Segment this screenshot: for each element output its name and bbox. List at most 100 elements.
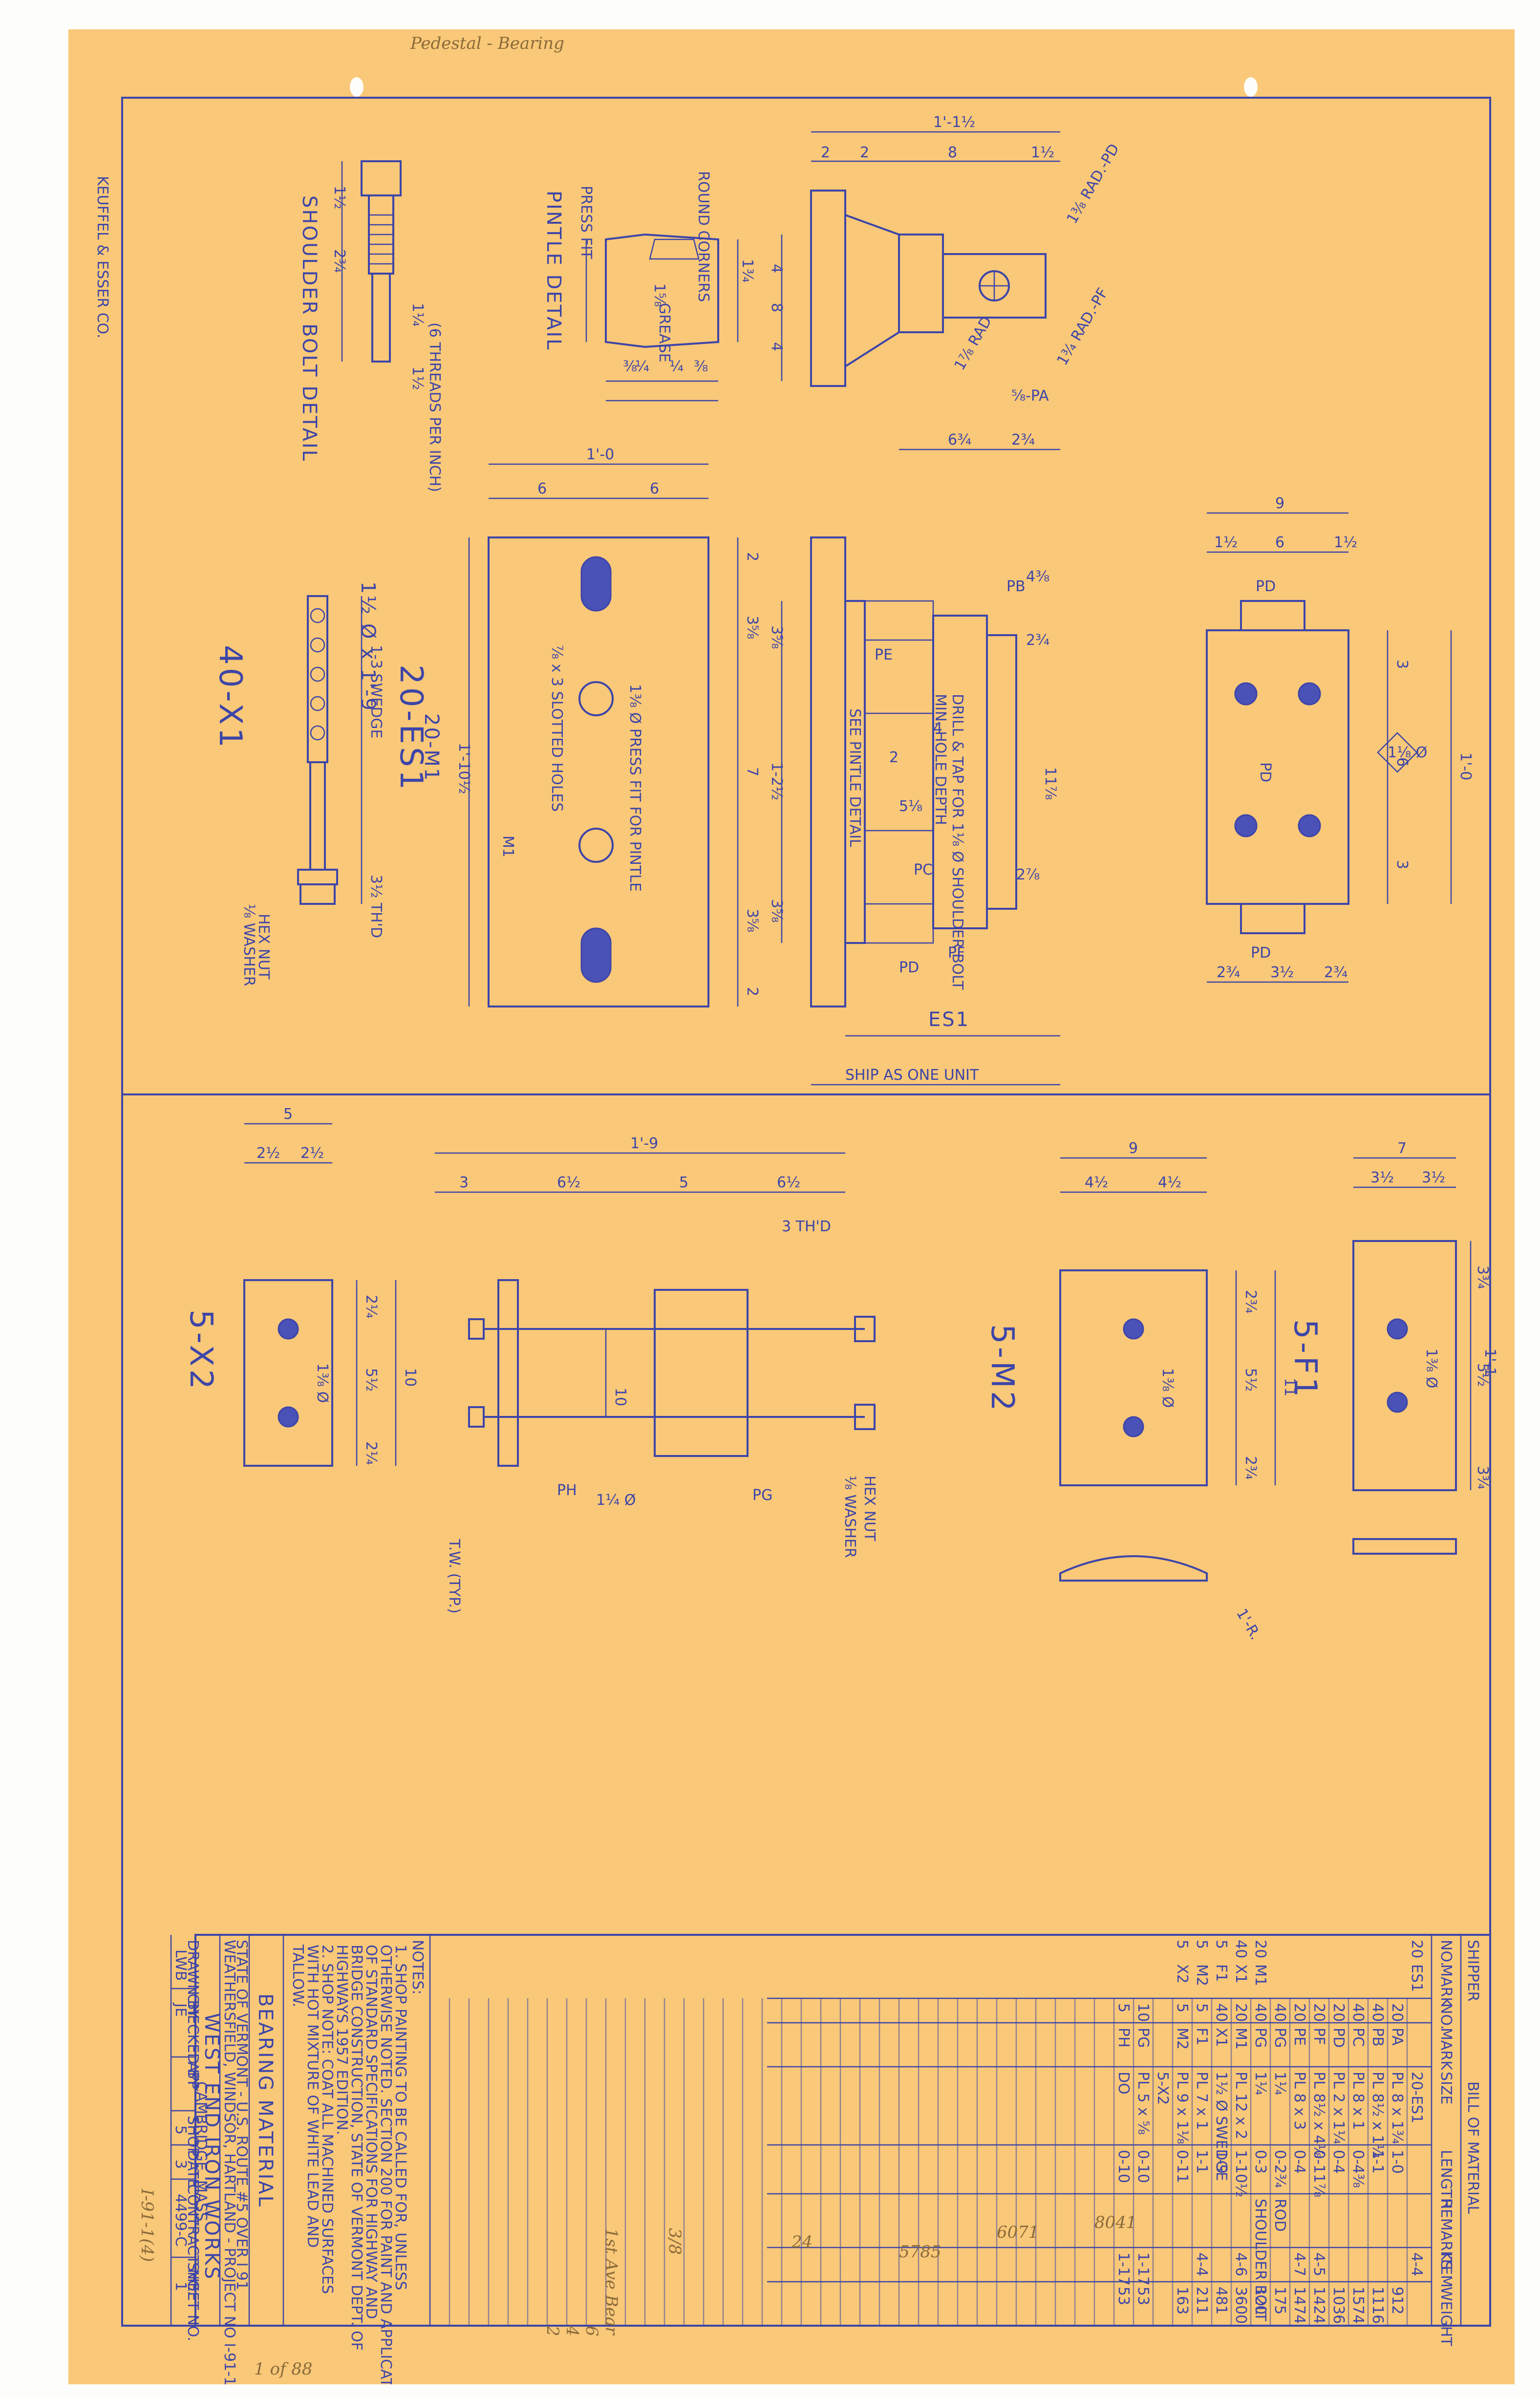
bom-header: SIZE (1437, 2072, 1454, 2104)
drawing-title: BEARING MATERIAL (254, 1993, 277, 2208)
bom-cell: PL 9 x 1⅛ (1174, 2072, 1191, 2144)
shipper-no: 5 (1174, 1940, 1191, 1949)
bom-cell: M1 (1232, 2028, 1249, 2050)
assembly-note: ⅛ WASHER (841, 1476, 858, 1558)
bom-cell: 120 (1252, 2287, 1269, 2314)
assembly-dim: 3 (459, 1174, 469, 1191)
m1-dim: 6 (650, 480, 659, 497)
bom-cell: 4-4 (1193, 2252, 1210, 2276)
x1-swedge: 1-3 SWEDGE (367, 645, 385, 739)
bom-shipper: SHIPPER (1464, 1940, 1481, 2001)
bom-cell: 0-11 (1174, 2150, 1191, 2183)
bolt-threads-note: (6 THREADS PER INCH) (426, 322, 443, 492)
bom-cell: ROD (1271, 2199, 1288, 2232)
plan-dim: 3½ (1270, 964, 1294, 981)
bom-cell: 53 (1115, 2287, 1132, 2305)
bom-cell: PL 8½ x 1¼ (1369, 2072, 1386, 2159)
x2-dim: 2¼ (363, 1295, 380, 1318)
f1-dim: 7 (1397, 1140, 1407, 1157)
m2-radius: 1'-R. (1233, 1606, 1264, 1643)
pencil-note: 8041 (1094, 2213, 1137, 2232)
shipper-mark: M1 (1252, 1964, 1269, 1986)
plan-dim: 6 (1393, 757, 1411, 767)
bom-cell: PL 8 x 1 (1349, 2072, 1367, 2130)
pencil-top-note: Pedestal - Bearing (410, 34, 564, 53)
m1-title: 20-M1 (420, 713, 443, 782)
plan-dim: 3 (1393, 660, 1411, 669)
shipper-mark: M2 (1193, 1964, 1210, 1986)
es1-side-dim: 2⅞ (1016, 866, 1040, 883)
shoulder-bolt-detail: 1½ 2¾ 1¼ 1½ (6 THREADS PER INCH) SHOULDE… (298, 160, 443, 492)
bom-header: ITEM (1437, 2252, 1454, 2288)
m1-note: 1⅜ Ø PRESS FIT FOR PINTLE (626, 684, 643, 892)
bom-cell: 4-7 (1291, 2252, 1308, 2276)
bom-header: MARK (1437, 2028, 1454, 2071)
bom-cell: PL 8½ x 4⅛ (1310, 2072, 1327, 2159)
bom-cell: 1-1 (1193, 2150, 1210, 2174)
info-value: 1 (172, 2282, 189, 2291)
bom-cell: PL 12 x 2 (1232, 2072, 1249, 2139)
bom-cell: PG (1271, 2028, 1288, 2048)
f1-dim: 3¾ (1474, 1466, 1491, 1489)
es1-side-dim: 1-2½ (768, 762, 785, 800)
bom-header: NO. (1437, 2003, 1454, 2030)
bom-cell: PH (1115, 2028, 1132, 2048)
m2-dim: 4½ (1158, 1174, 1181, 1191)
m2-dim: 2¾ (1242, 1456, 1259, 1479)
info-value: JE (172, 2002, 189, 2017)
es1-section-view: 1'-1½ 2 2 8 1½ 4 8 4 1⅜ RAD.-PD 1¾ RAD.-… (768, 114, 1123, 450)
f1-dim: 3½ (1370, 1169, 1394, 1186)
es1-plan-view: 9 1½ 6 1½ 1⅛ Ø 3 6 3 1'-0 PD PD PD 2¾ 3½… (1206, 495, 1474, 983)
bom-cell: 20 (1310, 2003, 1327, 2022)
f1-dim: 1'-1 (1481, 1349, 1498, 1376)
pencil-note: 5785 (899, 2242, 941, 2262)
assembly-label: 1¼ Ø (596, 1492, 636, 1509)
bom-rows (767, 1997, 1432, 2283)
x1-note: ⅛ WASHER (240, 904, 257, 986)
info-header: APP (184, 2062, 201, 2090)
x2-dim: 10 (402, 1368, 419, 1387)
slotted-hole (580, 556, 612, 612)
bom-grid (449, 1998, 1408, 2326)
bom-cell: 40 (1213, 2003, 1230, 2022)
es1-title: ES1 (928, 1008, 970, 1031)
pencil-note: 1st Ave Bear (601, 2228, 621, 2335)
bom-cell: 1-0 (1389, 2150, 1406, 2174)
bolt-dim: 1¼ (409, 303, 426, 326)
note-line: TALLOW. (289, 1944, 306, 2007)
assembly-label: PH (557, 1482, 577, 1499)
es1-side-view: 3⅝ 1-2½ 3⅝ DRILL & TAP FOR 1⅛ Ø SHOULDER… (768, 536, 1060, 1086)
x1-note: HEX NUT (255, 914, 272, 980)
bolt-hole (1298, 814, 1321, 837)
pintle-title: PINTLE DETAIL (542, 191, 565, 351)
company-name: WEST END IRON WORKS (200, 2013, 223, 2280)
hole-marker (1377, 732, 1418, 773)
bolt-hole (278, 1406, 299, 1428)
bom-header: REMARKS (1437, 2199, 1454, 2270)
bolt-dim: 1½ (409, 366, 426, 390)
es1-dim: 6¾ (948, 431, 971, 449)
es1-dim: 4 (768, 342, 785, 351)
x2-dim: 5½ (363, 1368, 380, 1392)
es1-dim: 1'-1½ (933, 114, 975, 131)
f1-title: 5-F1 (1287, 1319, 1323, 1400)
punch-hole (1244, 77, 1258, 97)
bom-cell: 53 (1134, 2287, 1152, 2305)
bom-cell: 4-5 (1310, 2252, 1327, 2276)
bolt-hole (278, 1318, 299, 1340)
bom-cell: 0-4 (1330, 2150, 1347, 2174)
info-value: LWB (172, 1949, 189, 1981)
f1-plate-view: 7 3½ 3½ 1⅜ Ø 3¾ 5½ 3¾ 1'-1 5-F1 (1287, 1140, 1498, 1555)
plan-dim: 2¾ (1324, 964, 1348, 981)
pintle-dim: ⅜ (623, 358, 637, 375)
m1-dim: 2 (744, 987, 761, 996)
bom-cell: PD (1330, 2028, 1347, 2048)
x2-title: 5-X2 (183, 1309, 219, 1392)
es1-dim: 1½ (1031, 144, 1054, 161)
info-header: CONTRACT NO. (184, 2184, 201, 2295)
x1-anchor-bolt: 1-3 SWEDGE 3½ TH'D HEX NUT ⅛ WASHER 1½ Ø… (212, 581, 385, 986)
es1-note: 1⅜ RAD.-PD (1064, 141, 1123, 227)
x2-dim: 2½ (300, 1145, 324, 1162)
assembly-note: HEX NUT (861, 1476, 878, 1542)
es1-dim: 2 (860, 144, 869, 161)
